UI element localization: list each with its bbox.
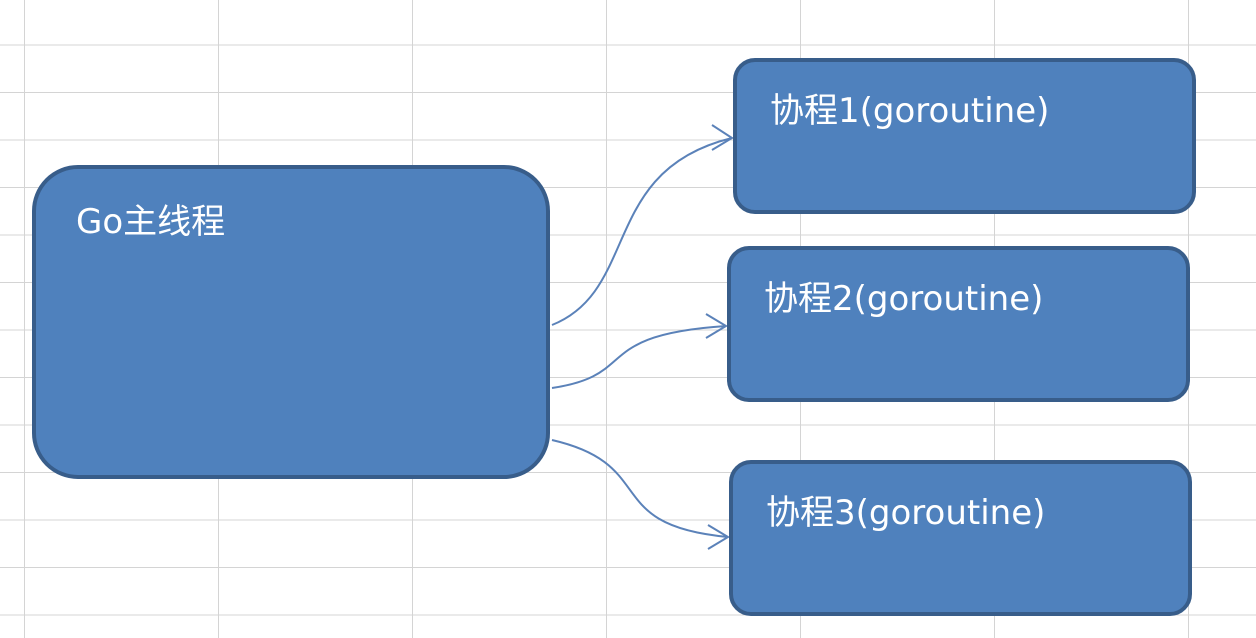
arrow-head-2 <box>705 313 728 339</box>
goroutine-1-label: 协程1(goroutine) <box>770 91 1050 131</box>
main-thread-node: Go主线程 <box>32 165 550 479</box>
goroutine-2-label: 协程2(goroutine) <box>764 279 1044 319</box>
main-thread-label: Go主线程 <box>76 202 226 242</box>
arrow-to-goroutine-1 <box>551 137 733 326</box>
goroutine-3-node: 协程3(goroutine) <box>729 460 1192 616</box>
goroutine-3-label: 协程3(goroutine) <box>766 493 1046 533</box>
arrow-head-1 <box>711 124 734 151</box>
goroutine-2-node: 协程2(goroutine) <box>727 246 1190 402</box>
arrow-head-3 <box>707 524 730 550</box>
goroutine-1-node: 协程1(goroutine) <box>733 58 1196 214</box>
arrow-to-goroutine-2 <box>551 325 727 389</box>
arrow-to-goroutine-3 <box>551 439 729 538</box>
